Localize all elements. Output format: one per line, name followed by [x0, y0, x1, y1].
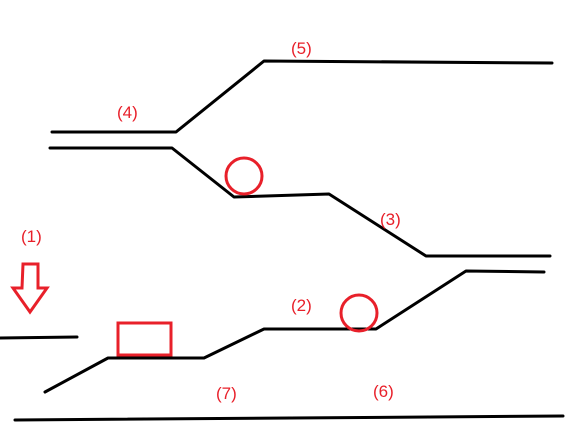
label-3: (3) [380, 210, 401, 229]
label-2: (2) [291, 296, 312, 315]
circle-marker-upper [224, 156, 264, 196]
ground-line [13, 414, 565, 422]
rectangle-marker [116, 321, 173, 357]
label-7: (7) [216, 384, 237, 403]
upper-track-bottom-line [48, 146, 552, 258]
label-4: (4) [117, 103, 138, 122]
label-1: (1) [21, 227, 42, 246]
labels: (1) (2) (3) (4) (5) (6) (7) [21, 39, 401, 403]
label-6: (6) [373, 382, 394, 401]
lower-track-line [43, 269, 546, 394]
left-stub-line [0, 335, 79, 340]
down-arrow-icon [10, 262, 50, 315]
circle-marker-lower [339, 293, 379, 333]
annotation-markers [10, 156, 379, 357]
upper-track-top-line [50, 59, 554, 134]
diagram-lines [0, 59, 565, 422]
label-5: (5) [291, 39, 312, 58]
